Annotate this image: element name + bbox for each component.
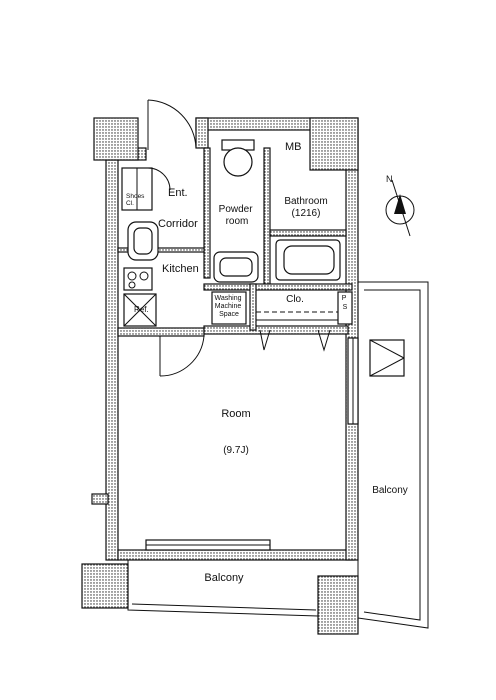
label-powder-room: Powder room bbox=[219, 204, 256, 227]
label-ps-line2: S bbox=[343, 304, 348, 311]
shoes-closet bbox=[121, 167, 153, 211]
compass bbox=[385, 179, 415, 237]
room-door bbox=[159, 335, 205, 377]
label-shoes-line2: Cl. bbox=[126, 200, 134, 207]
closet-rod bbox=[256, 311, 346, 352]
label-closet: Clo. bbox=[286, 294, 304, 305]
kitchen-stove bbox=[123, 267, 153, 291]
outer-walls bbox=[81, 117, 359, 635]
side-balcony-outline bbox=[357, 281, 429, 629]
entrance-door bbox=[147, 99, 197, 150]
label-powder-line2: room bbox=[226, 216, 249, 227]
label-powder-line1: Powder bbox=[219, 204, 254, 215]
label-washing-line2: Machine bbox=[215, 303, 242, 310]
kitchen-sink bbox=[127, 221, 159, 261]
label-shoes-line1: Shoes bbox=[126, 193, 145, 200]
label-ps: P S bbox=[342, 295, 349, 311]
label-kitchen: Kitchen bbox=[162, 263, 199, 275]
outdoor-unit bbox=[369, 339, 405, 377]
entrance-inner-door bbox=[147, 167, 171, 191]
label-bathroom: Bathroom bbox=[284, 196, 327, 207]
compass-north-label: N bbox=[386, 174, 393, 184]
interior-walls bbox=[117, 147, 353, 337]
label-entrance: Ent. bbox=[168, 187, 188, 199]
label-corridor: Corridor bbox=[158, 218, 198, 230]
washing-machine-space bbox=[211, 291, 247, 325]
bathtub bbox=[275, 239, 341, 281]
refrigerator bbox=[123, 293, 157, 327]
label-washing-machine: Washing Machine Space bbox=[215, 295, 244, 318]
label-washing-line1: Washing bbox=[215, 295, 242, 302]
toilet bbox=[221, 139, 255, 177]
powder-sink bbox=[213, 251, 259, 283]
label-room: Room bbox=[221, 408, 250, 420]
label-meter-box: MB bbox=[285, 141, 302, 153]
ps-shaft bbox=[337, 291, 353, 325]
label-bathroom-size: (1216) bbox=[292, 208, 321, 219]
label-refrigerator: Ref. bbox=[134, 305, 149, 314]
room-windows bbox=[145, 337, 359, 551]
label-room-size: (9.7J) bbox=[223, 445, 249, 456]
label-balcony-side: Balcony bbox=[372, 485, 408, 496]
bottom-balcony-outline bbox=[127, 552, 319, 617]
label-ps-line1: P bbox=[342, 295, 347, 302]
label-shoes-closet: Shoes Cl. bbox=[126, 193, 146, 207]
label-balcony-bottom: Balcony bbox=[204, 572, 244, 584]
label-washing-line3: Space bbox=[219, 311, 239, 318]
